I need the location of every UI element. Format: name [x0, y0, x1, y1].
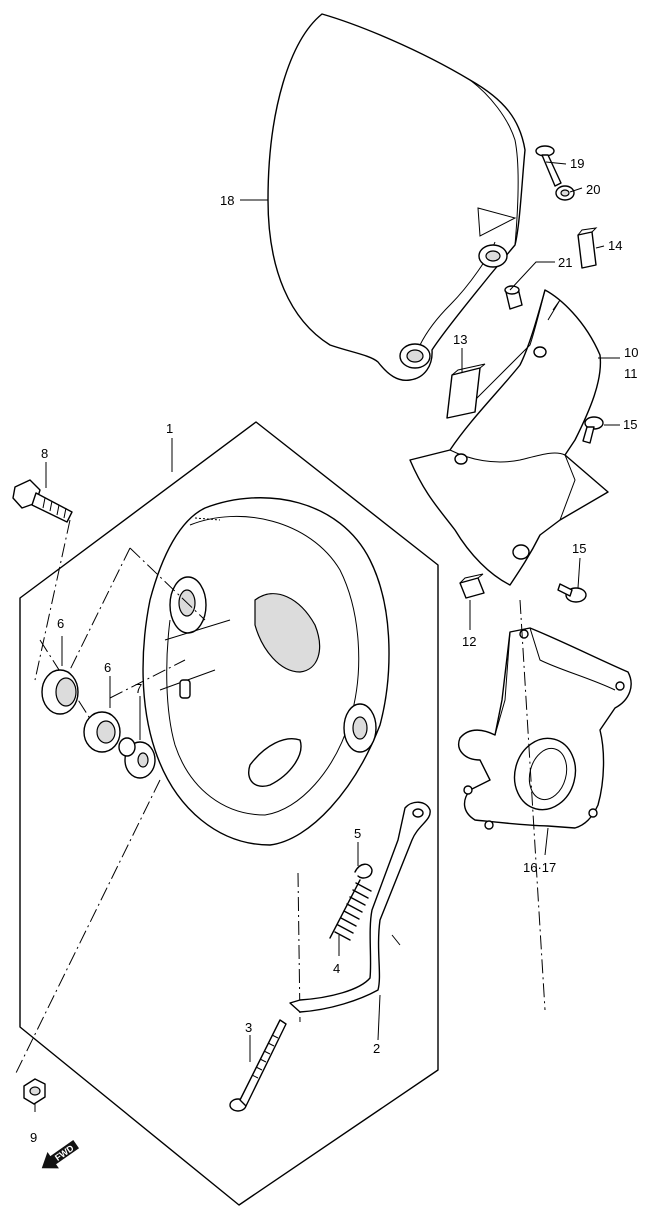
label-part-21: 21	[558, 255, 572, 270]
assembly-line-f	[519, 599, 546, 1011]
adjuster-bracket-part-2	[289, 801, 431, 1013]
grommet-part-6-b	[83, 711, 121, 753]
bolt-part-19	[535, 145, 562, 187]
leader-lines	[34, 161, 620, 1112]
cushion-part-13	[446, 363, 486, 419]
label-part-3: 3	[245, 1020, 252, 1035]
assembly-line-a	[129, 547, 206, 621]
assembly-line-d	[14, 779, 161, 1076]
label-part-12: 12	[462, 634, 476, 649]
label-part-4: 4	[333, 961, 340, 976]
assembly-line-b	[59, 547, 131, 691]
label-part-2: 2	[373, 1041, 380, 1056]
cover-part-10-11	[409, 289, 609, 586]
label-part-14: 14	[608, 238, 622, 253]
bolt-part-8	[12, 479, 73, 523]
spacer-part-21	[504, 285, 523, 310]
label-part-11: 11	[624, 366, 638, 381]
label-part-9: 9	[30, 1130, 37, 1145]
grommet-part-6-a	[41, 669, 79, 715]
label-part-13: 13	[453, 332, 467, 347]
screw-part-3	[229, 1019, 287, 1112]
label-part-10: 10	[624, 345, 638, 360]
label-part-15-a: 15	[623, 417, 637, 432]
label-part-1: 1	[166, 421, 173, 436]
bracket-part-16-17	[458, 627, 632, 830]
fwd-arrow-icon: FWD	[41, 1140, 80, 1169]
cushion-part-12	[459, 573, 485, 599]
label-part-7: 7	[135, 681, 142, 696]
cushion-part-14	[577, 227, 598, 269]
screw-part-15-upper	[582, 416, 604, 444]
label-part-8: 8	[41, 446, 48, 461]
assembly-outline-1	[19, 421, 439, 1206]
visor-part-18	[267, 13, 526, 382]
collar-part-7	[118, 737, 156, 779]
label-part-20: 20	[586, 182, 600, 197]
assembly-line-c	[34, 519, 71, 681]
label-part-15-b: 15	[572, 541, 586, 556]
assembly-line-e	[297, 872, 301, 1023]
headlight-housing	[142, 497, 390, 846]
washer-part-20	[555, 185, 575, 201]
screw-part-15-lower	[557, 583, 587, 603]
part-labels: 1 2 3 4 5 6 6 7 8 9 10 11 12 13 14 15 15…	[30, 156, 638, 1145]
label-part-6-b: 6	[104, 660, 111, 675]
label-part-16-17: 16·17	[523, 860, 556, 875]
label-part-5: 5	[354, 826, 361, 841]
label-part-18: 18	[220, 193, 234, 208]
label-part-19: 19	[570, 156, 584, 171]
assembly-line-g	[109, 659, 186, 699]
spring-part-4	[329, 879, 372, 941]
clip-part-5	[354, 863, 373, 879]
nut-part-9	[23, 1078, 46, 1105]
label-part-6-a: 6	[57, 616, 64, 631]
